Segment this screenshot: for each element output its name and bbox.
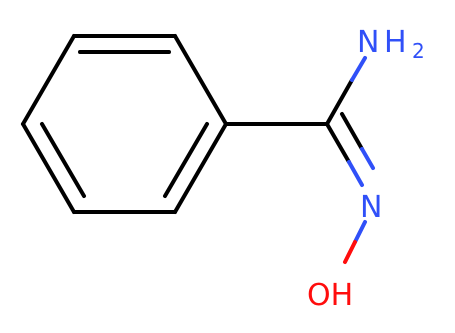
ring-inner-bond-3 [40,122,86,198]
imine-n-label: N [360,190,382,225]
c-nh2-bond [325,56,367,126]
amine-label: N H 2 [357,25,425,63]
n-o-bond [343,220,367,264]
ring-bond-5 [21,122,76,214]
ring-bond-2 [173,34,228,126]
amine-subscript: 2 [412,39,425,63]
c-n-double-bond [325,112,375,187]
ring-inner-bond-2 [163,122,209,198]
ring-bond-6 [21,34,76,126]
benzene-ring [21,34,228,214]
hydroxyl-label: OH [307,278,353,313]
amine-h-text: H [384,25,407,60]
ring-bond-3 [173,122,228,214]
amine-n-text: N [357,25,379,60]
